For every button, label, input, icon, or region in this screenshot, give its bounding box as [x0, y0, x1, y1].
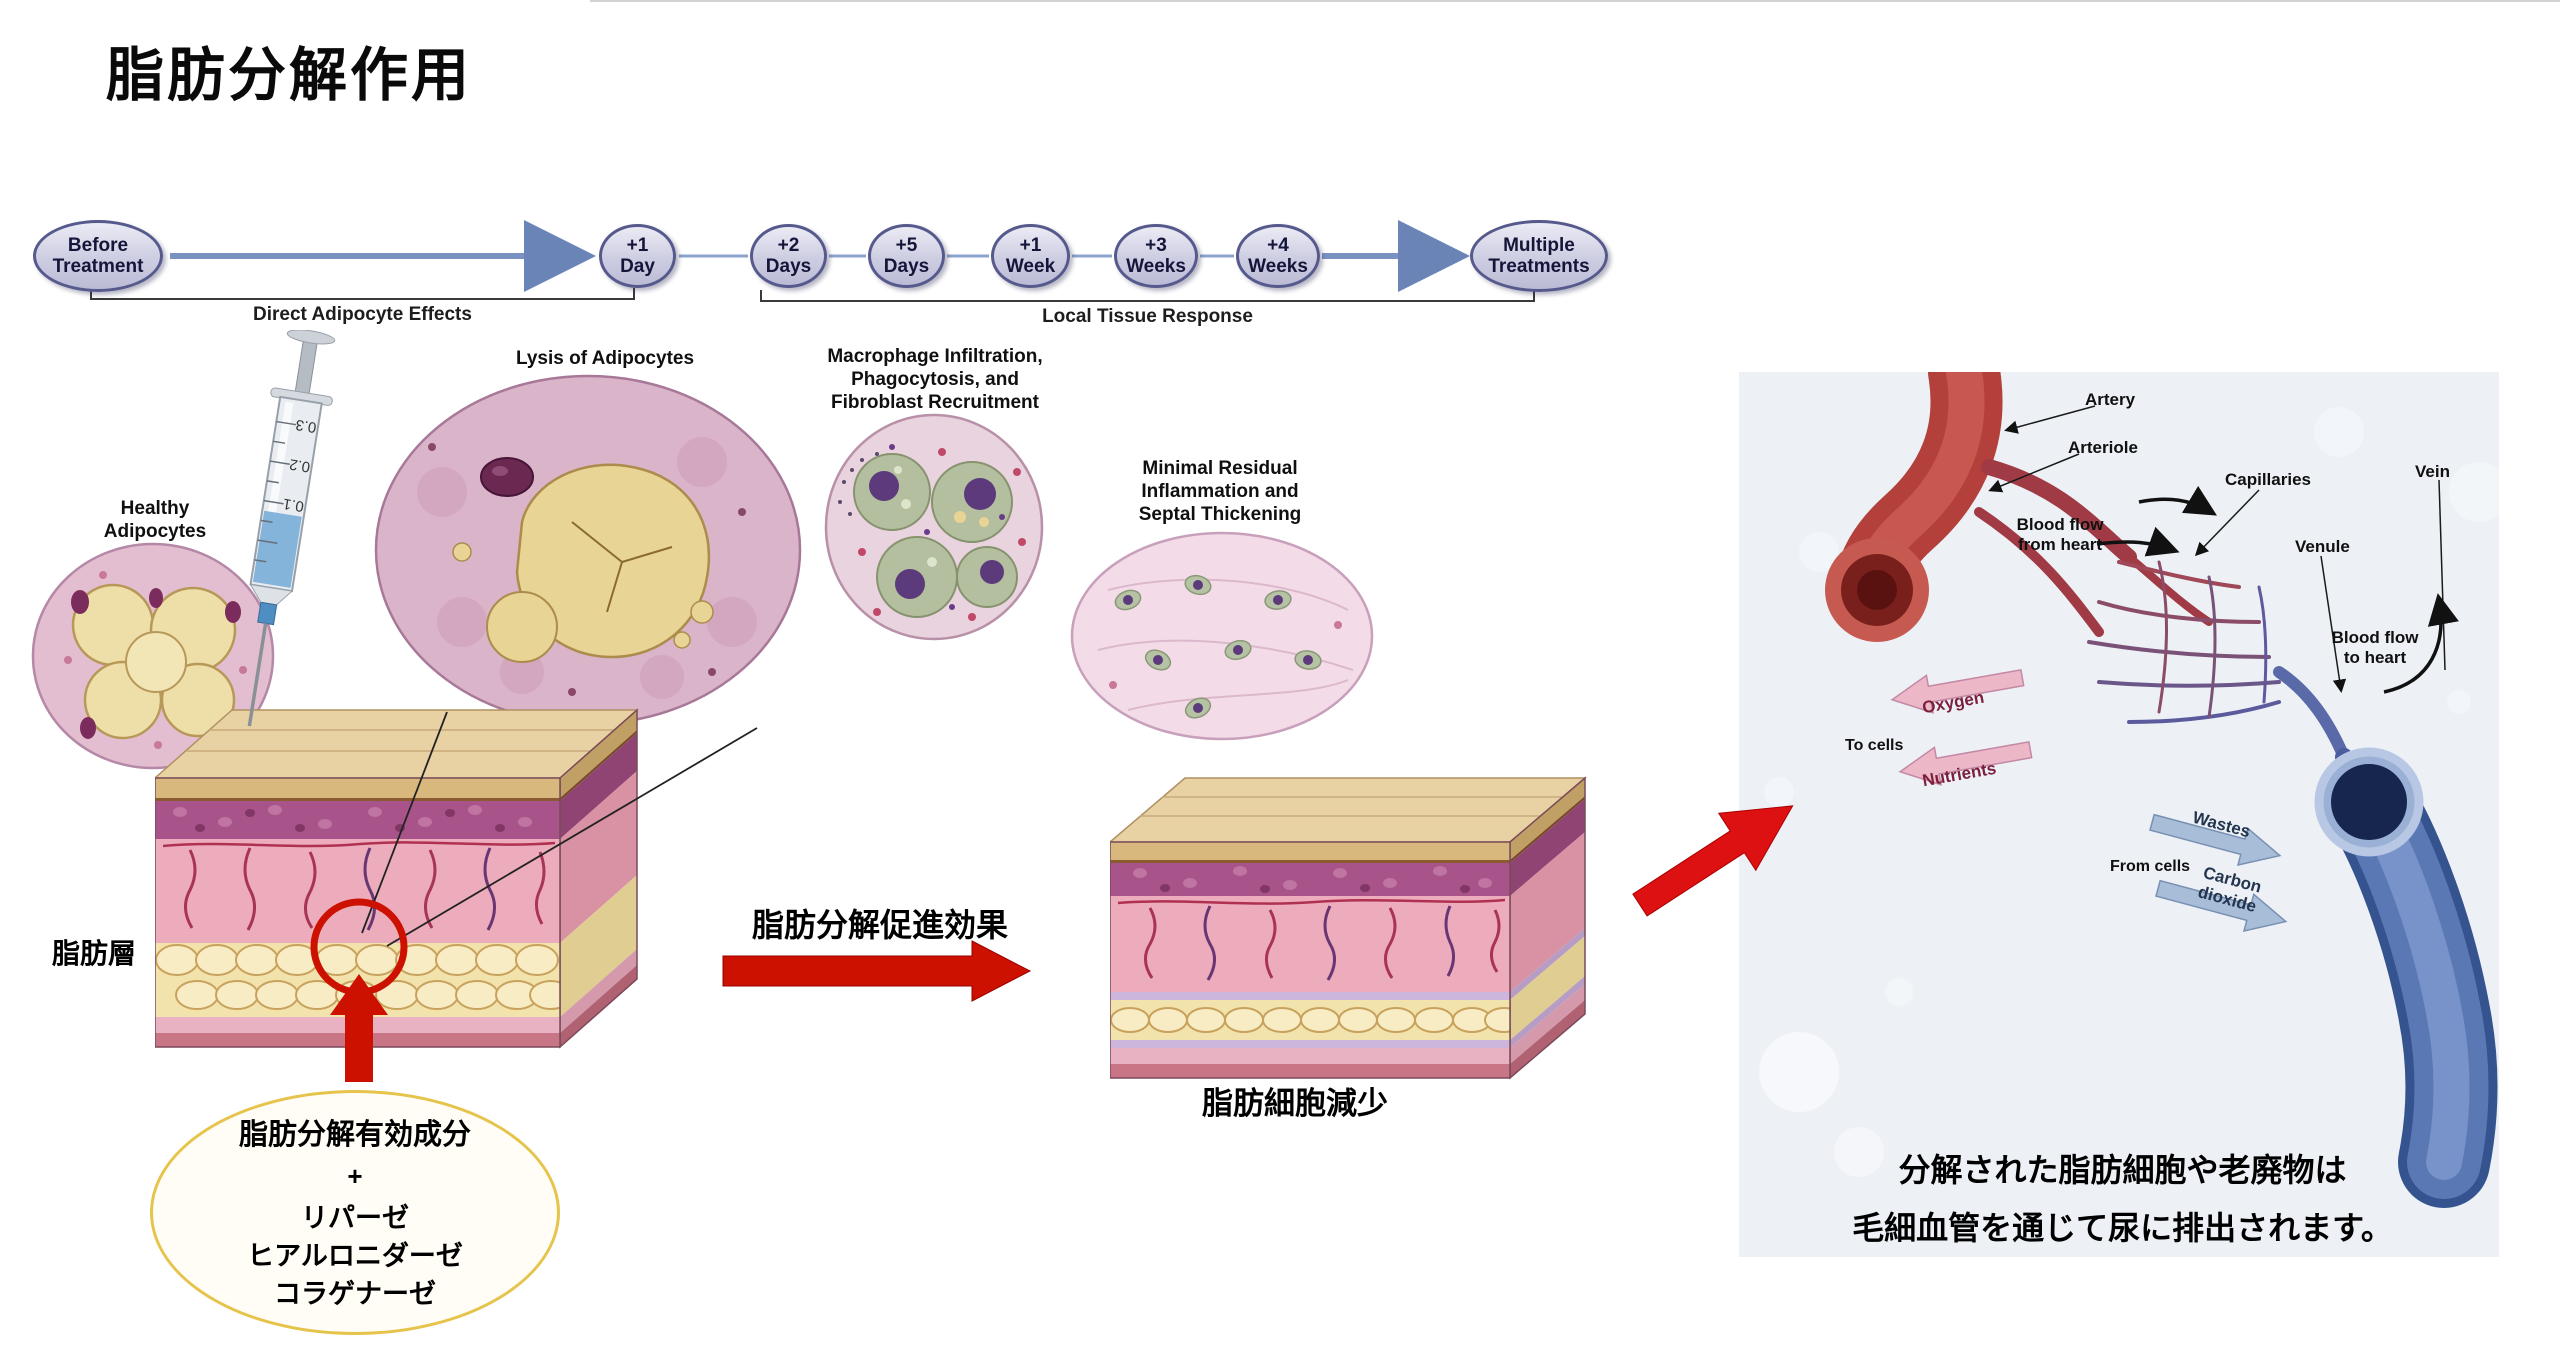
timeline-node-plus4-weeks: +4 Weeks [1236, 224, 1320, 288]
blood-flow-from-heart-label: Blood flow from heart [2016, 515, 2104, 554]
minimal-label: Minimal Residual Inflammation and Septal… [1138, 458, 1302, 525]
ingredient-collagenase: コラゲナーゼ [274, 1278, 436, 1309]
effect-arrow-label: 脂肪分解促進効果 [751, 907, 1008, 943]
bracket-local-tissue [760, 290, 1535, 302]
arteriole-label: Arteriole [2068, 438, 2138, 457]
capillaries-label: Capillaries [2225, 470, 2311, 489]
from-cells-label: From cells [2110, 858, 2191, 875]
excretion-caption: 分解された脂肪細胞や老廃物は 毛細血管を通じて尿に排出されます。 [1745, 1142, 2500, 1257]
ingredients-plus: + [347, 1161, 363, 1192]
result-label: 脂肪細胞減少 [1202, 1086, 1388, 1121]
healthy-adipocytes-label: Healthy Adipocytes [103, 498, 207, 542]
excretion-caption-line1: 分解された脂肪細胞や老廃物は [1898, 1152, 2347, 1188]
top-border-line [590, 0, 2560, 2]
timeline-node-plus5-days: +5 Days [868, 224, 945, 288]
venule-label: Venule [2295, 537, 2350, 556]
blood-flow-to-heart-label: Blood flow to heart [2331, 628, 2419, 667]
ingredients-oval: 脂肪分解有効成分 + リパーゼ ヒアルロニダーゼ コラゲナーゼ [150, 1090, 560, 1335]
timeline-node-before-treatment: Before Treatment [33, 220, 163, 292]
syringe-scale-0-1: 0.1 [282, 495, 305, 515]
minimal-residual-illustration [1070, 531, 1374, 741]
to-cells-label: To cells [1845, 737, 1904, 754]
ingredients-title: 脂肪分解有効成分 [238, 1119, 471, 1152]
syringe-scale-0-3: 0.3 [294, 416, 317, 436]
ingredient-hyaluronidase: ヒアルロニダーゼ [247, 1241, 463, 1272]
fat-layer-label: 脂肪層 [52, 938, 137, 969]
bracket-direct-adipocyte [90, 288, 635, 300]
syringe-scale-0-2: 0.2 [288, 455, 311, 475]
macrophage-label: Macrophage Infiltration, Phagocytosis, a… [827, 346, 1043, 413]
blood-vessel-illustration [1739, 372, 2499, 1257]
vein-label: Vein [2415, 462, 2450, 481]
macrophage-illustration [824, 413, 1044, 641]
page-title: 脂肪分解作用 [106, 43, 473, 108]
healthy-adipocytes-illustration [31, 542, 275, 770]
phase-label-direct-adipocyte: Direct Adipocyte Effects [253, 304, 472, 325]
timeline-node-plus2-days: +2 Days [750, 224, 827, 288]
lysis-illustration [374, 374, 802, 726]
timeline-node-plus3-weeks: +3 Weeks [1114, 224, 1198, 288]
phase-label-local-tissue: Local Tissue Response [1042, 306, 1253, 327]
ingredient-lipase: リパーゼ [301, 1203, 409, 1234]
timeline-node-plus1-day: +1 Day [599, 224, 676, 288]
skin-block-after [1110, 776, 1588, 1080]
skin-block-before [155, 708, 639, 1049]
syringe-illustration: 0.3 0.2 0.1 [247, 330, 336, 727]
timeline-node-plus1-week: +1 Week [991, 224, 1070, 288]
excretion-caption-line2: 毛細血管を通じて尿に排出されます。 [1852, 1209, 2393, 1246]
artery-label: Artery [2085, 390, 2136, 409]
lysis-label: Lysis of Adipocytes [515, 348, 695, 369]
timeline-node-multiple-treatments: Multiple Treatments [1470, 220, 1608, 292]
